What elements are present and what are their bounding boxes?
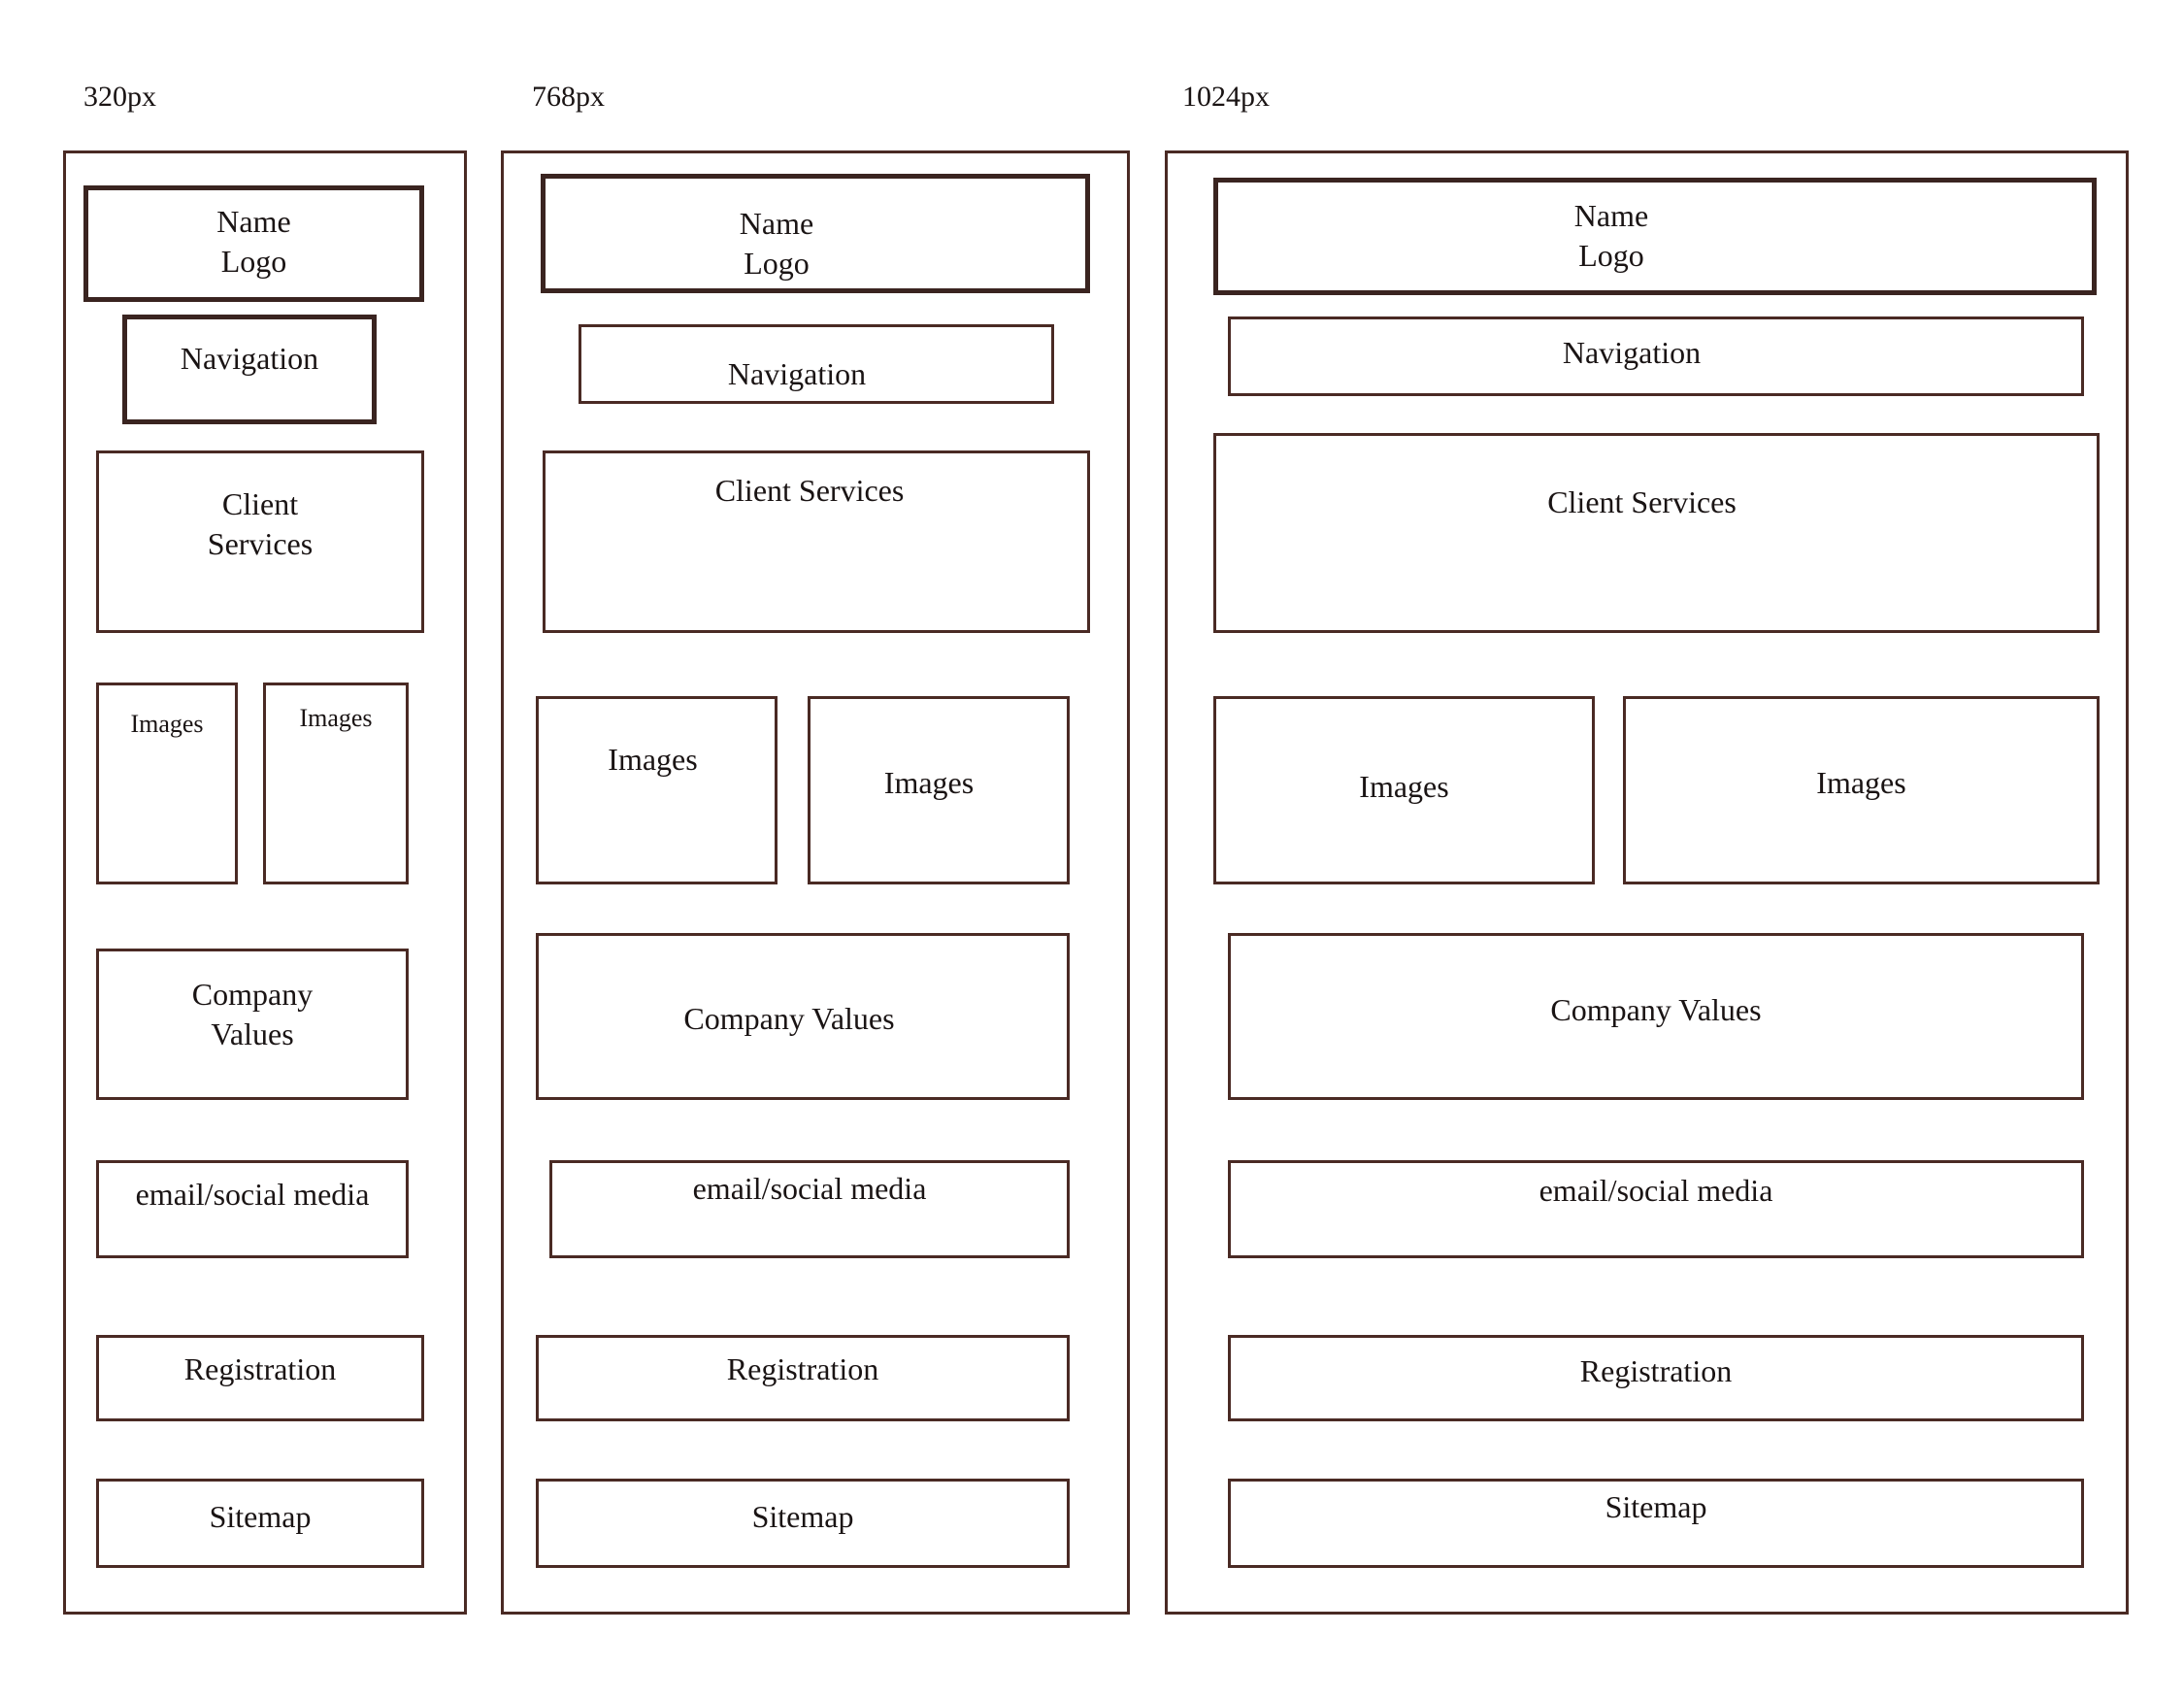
sitemap-box-1024: Sitemap <box>1228 1479 2084 1568</box>
name-logo-label-1024: Name Logo <box>1573 198 1649 273</box>
wireframe-320 <box>63 150 467 1615</box>
registration-box-320: Registration <box>96 1335 424 1421</box>
name-logo-label-320: Name Logo <box>216 204 291 279</box>
registration-label-320: Registration <box>183 1351 337 1386</box>
email-social-box-320: email/social media <box>96 1160 409 1258</box>
company-values-label-768: Company Values <box>683 1001 895 1036</box>
navigation-label-768: Navigation <box>727 356 867 391</box>
frame-label-320: 320px <box>83 81 156 113</box>
registration-box-1024: Registration <box>1228 1335 2084 1421</box>
images-box-1-768: Images <box>536 696 778 884</box>
sitemap-label-320: Sitemap <box>209 1499 312 1534</box>
navigation-box-320: Navigation <box>122 315 377 424</box>
sitemap-label-768: Sitemap <box>751 1499 854 1534</box>
client-services-label-768: Client Services <box>714 473 905 508</box>
client-services-label-320: Client Services <box>207 486 314 561</box>
company-values-box-1024: Company Values <box>1228 933 2084 1100</box>
client-services-box-1024: Client Services <box>1213 433 2100 633</box>
sitemap-label-1024: Sitemap <box>1605 1489 1707 1524</box>
email-social-box-768: email/social media <box>549 1160 1070 1258</box>
registration-label-768: Registration <box>726 1351 879 1386</box>
registration-label-1024: Registration <box>1579 1353 1733 1388</box>
company-values-label-320: Company Values <box>191 977 314 1051</box>
navigation-box-1024: Navigation <box>1228 316 2084 396</box>
company-values-box-768: Company Values <box>536 933 1070 1100</box>
navigation-label-1024: Navigation <box>1562 335 1702 370</box>
images-label-1-1024: Images <box>1359 769 1449 804</box>
email-social-label-768: email/social media <box>692 1171 927 1206</box>
email-social-label-320: email/social media <box>135 1177 370 1212</box>
images-label-1-320: Images <box>130 710 204 738</box>
navigation-label-320: Navigation <box>180 341 319 376</box>
images-box-2-768: Images <box>808 696 1070 884</box>
name-logo-box-768: Name Logo <box>541 174 1090 293</box>
sitemap-box-320: Sitemap <box>96 1479 424 1568</box>
sitemap-box-768: Sitemap <box>536 1479 1070 1568</box>
images-label-2-320: Images <box>299 704 373 732</box>
name-logo-box-1024: Name Logo <box>1213 178 2097 295</box>
registration-box-768: Registration <box>536 1335 1070 1421</box>
images-box-2-1024: Images <box>1623 696 2100 884</box>
name-logo-label-768: Name Logo <box>739 206 814 281</box>
images-label-2-1024: Images <box>1816 765 1906 800</box>
client-services-box-320: Client Services <box>96 450 424 633</box>
images-box-1-1024: Images <box>1213 696 1595 884</box>
email-social-box-1024: email/social media <box>1228 1160 2084 1258</box>
name-logo-box-320: Name Logo <box>83 185 424 302</box>
client-services-label-1024: Client Services <box>1547 484 1737 519</box>
images-label-2-768: Images <box>883 765 975 800</box>
images-box-2-320: Images <box>263 683 409 884</box>
images-box-1-320: Images <box>96 683 238 884</box>
images-label-1-768: Images <box>608 742 698 777</box>
frame-label-768: 768px <box>532 81 605 113</box>
client-services-box-768: Client Services <box>543 450 1090 633</box>
email-social-label-1024: email/social media <box>1539 1173 1773 1208</box>
wireframe-768 <box>501 150 1130 1615</box>
wireframe-1024 <box>1165 150 2129 1615</box>
company-values-label-1024: Company Values <box>1550 992 1762 1027</box>
navigation-box-768: Navigation <box>579 324 1054 404</box>
company-values-box-320: Company Values <box>96 949 409 1100</box>
frame-label-1024: 1024px <box>1182 81 1270 113</box>
